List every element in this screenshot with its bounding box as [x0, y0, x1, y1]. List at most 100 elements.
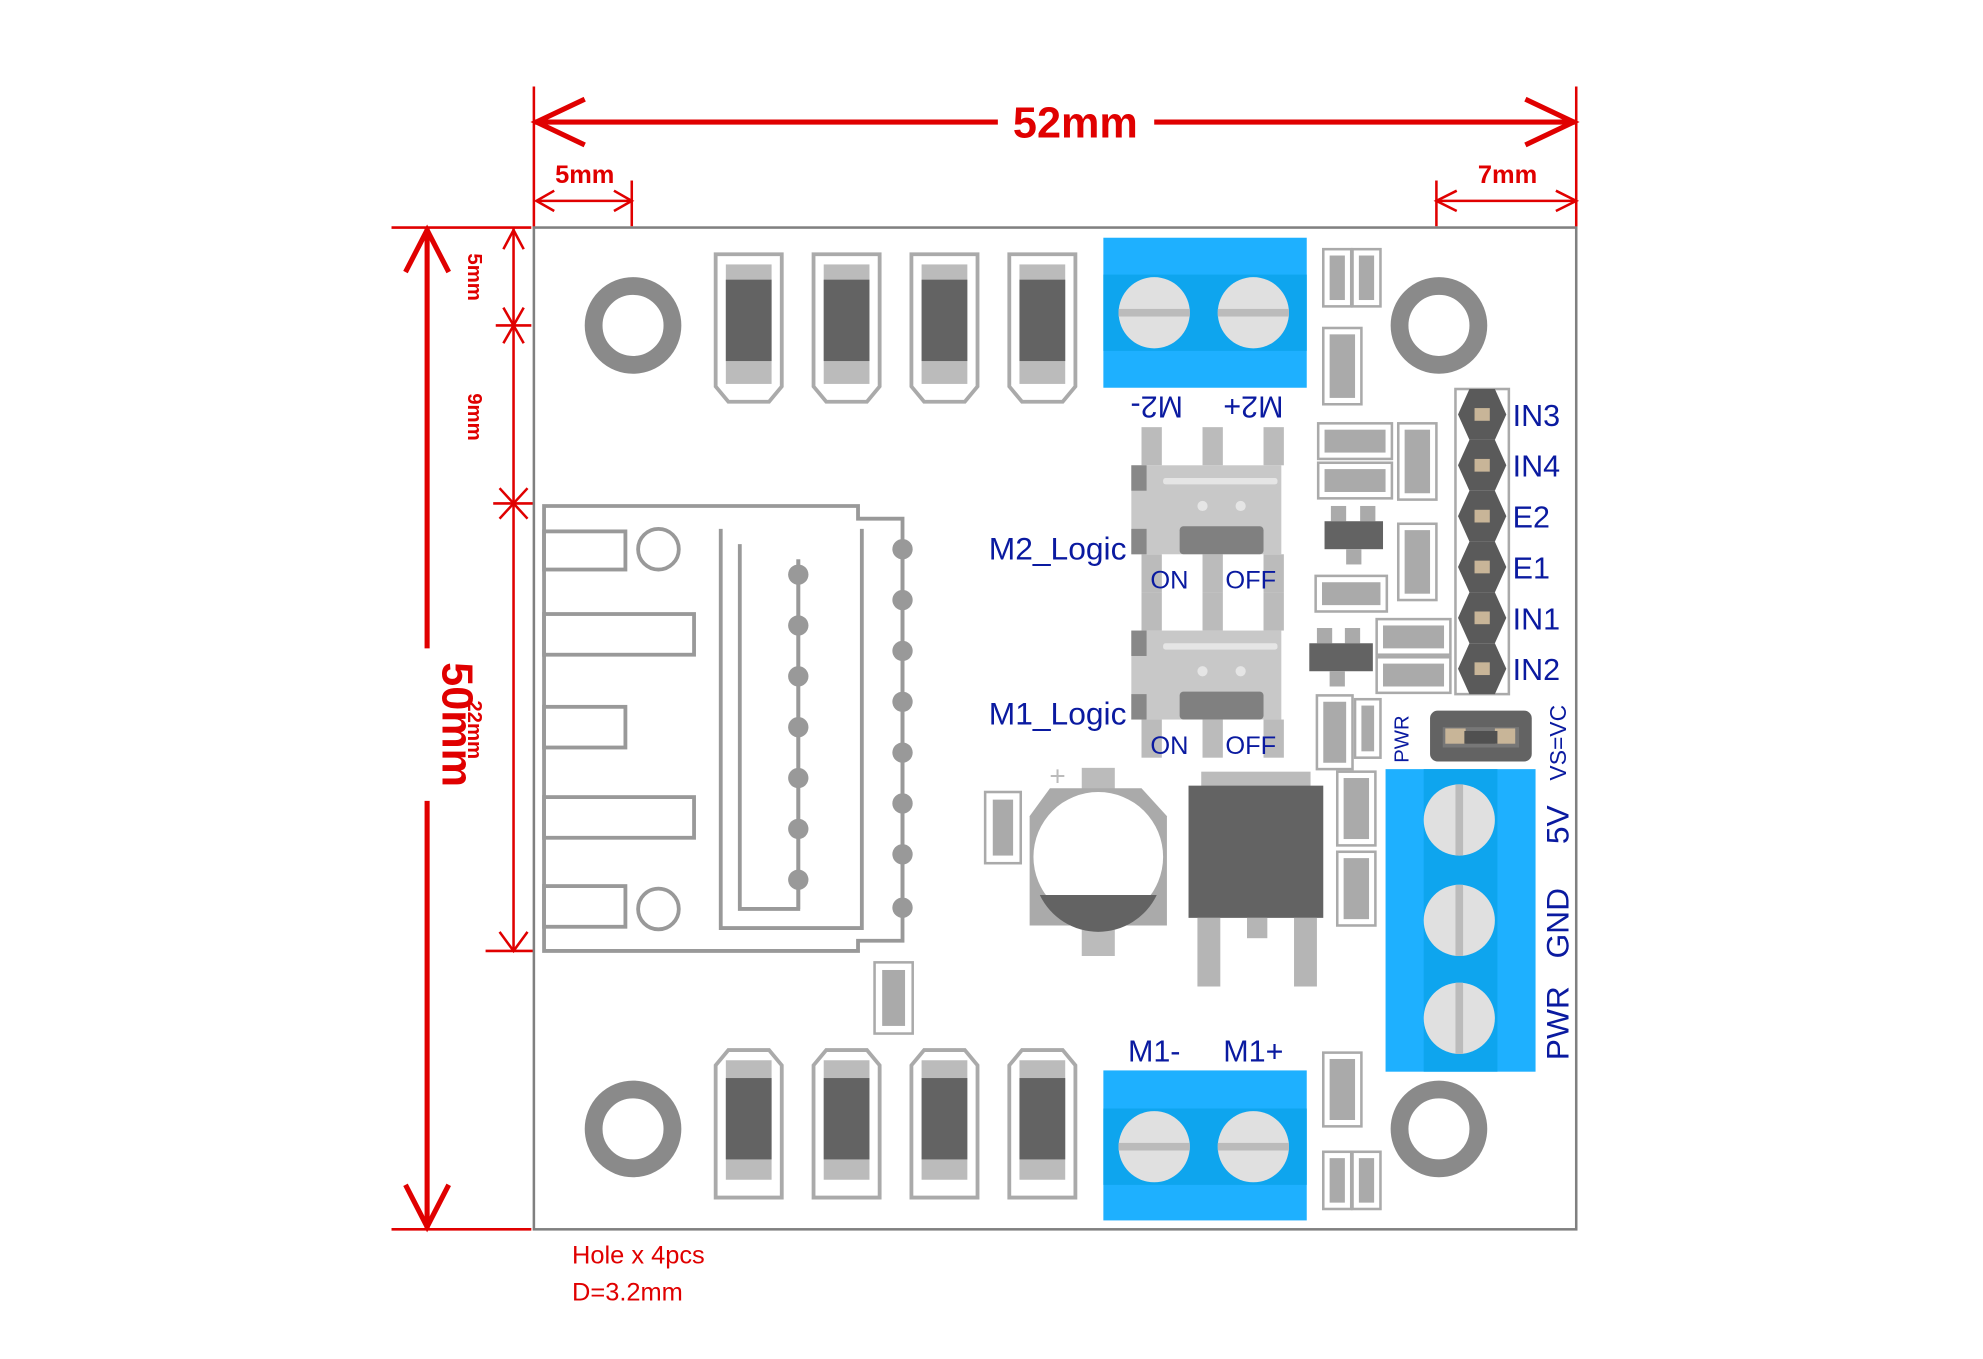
- terminal-m1: M1- M1+: [1103, 1035, 1307, 1221]
- dimension-annotations: 52mm 5mm 7mm 50mm 5mm 9mm 22mm: [391, 86, 1580, 1233]
- header-pin-e2[interactable]: E2: [1458, 490, 1550, 542]
- diode-top-1: [713, 252, 784, 404]
- header-pin-label: IN1: [1513, 602, 1560, 636]
- switch-m2-slider[interactable]: [1179, 526, 1264, 555]
- terminal-power-screw-gnd-slot: [1455, 884, 1464, 957]
- switch-m1-pin-top-3: [1263, 592, 1284, 631]
- q2-lead-3: [1329, 671, 1345, 687]
- dim-5-arrow-left: [533, 189, 555, 213]
- dim-7-label: 7mm: [1478, 161, 1537, 189]
- switch-m1-pin-bottom-2: [1202, 719, 1223, 758]
- diode-bottom-1: [713, 1048, 784, 1200]
- smd-c-1-body: [1404, 429, 1431, 494]
- header-pin-in3[interactable]: IN3: [1458, 389, 1560, 440]
- dim-7-arrow-right: [1555, 189, 1580, 213]
- heatsink-fin-1: [542, 529, 628, 572]
- switch-m2-pin-bottom-1: [1141, 554, 1162, 593]
- diode-bottom-3-body: [921, 1078, 968, 1160]
- smd-led-body: [1323, 701, 1347, 763]
- switch-m1-off-label: OFF: [1225, 732, 1276, 760]
- switch-m2-pin-bottom-2: [1202, 554, 1223, 593]
- switch-m1-label: M1_Logic: [989, 696, 1127, 732]
- switch-m2-pin-top-1: [1141, 427, 1162, 466]
- jumper-cap: [1464, 730, 1498, 744]
- dim-9-label: 9mm: [463, 393, 485, 440]
- diode-top-3: [909, 252, 980, 404]
- mounting-hole-bottom-left: [584, 1080, 682, 1178]
- mounting-hole-top-right: [1390, 277, 1488, 374]
- smd-c-2-body: [1404, 530, 1431, 594]
- smd-top-2-body: [1358, 255, 1375, 301]
- terminal-power-screw-5v-slot: [1455, 784, 1464, 856]
- q2-body: [1309, 643, 1373, 672]
- header-pin-contact: [1474, 509, 1490, 523]
- header-pin-in1[interactable]: IN1: [1458, 592, 1560, 644]
- header-pin-in2[interactable]: IN2: [1458, 643, 1560, 695]
- terminal-m1-minus-label: M1-: [1128, 1035, 1181, 1069]
- capacitor-polarity-band: [1039, 894, 1157, 932]
- jumper-vs-vc[interactable]: [1430, 710, 1532, 762]
- heatsink-fin-3: [542, 704, 628, 750]
- switch-m2-logic[interactable]: [1131, 427, 1284, 593]
- header-pin-contact: [1474, 662, 1490, 676]
- smd-r-4-body: [1322, 582, 1381, 606]
- jumper-pin-left: [1445, 728, 1466, 744]
- dim-50-arrow-top: [403, 224, 451, 274]
- switch-m2-pin-top-3: [1263, 427, 1284, 466]
- switch-m1-logic[interactable]: [1131, 592, 1284, 758]
- diode-top-3-body: [921, 279, 968, 362]
- diode-bottom-4: [1007, 1048, 1078, 1200]
- chip-pin-left-6: [788, 818, 809, 840]
- smd-passives: [1314, 247, 1452, 1211]
- switch-m1-pin-bottom-1: [1141, 719, 1162, 758]
- switch-m1-slider[interactable]: [1179, 691, 1264, 720]
- header-pin-label: IN2: [1513, 653, 1560, 687]
- terminal-m2-screw-2-slot: [1217, 308, 1289, 317]
- heatsink-body: [542, 504, 905, 953]
- header-pin-in4[interactable]: IN4: [1458, 439, 1560, 491]
- switch-m2-label: M2_Logic: [989, 530, 1127, 566]
- header-pin-label: E1: [1513, 551, 1550, 585]
- transistor-q1: [1324, 505, 1384, 565]
- regulator-tab: [1201, 771, 1311, 787]
- switch-m1-pin-top-1: [1141, 592, 1162, 631]
- diode-top-2-body: [823, 279, 870, 362]
- dim-22-arrow-top: [498, 501, 529, 520]
- switch-m2-highlight: [1163, 478, 1278, 485]
- chip-pin-left-5: [788, 767, 809, 789]
- heatsink-fin-4: [542, 795, 696, 840]
- transistor-q2: [1309, 628, 1373, 687]
- dim-52-arrow-right: [1524, 96, 1580, 148]
- smd-r-1-body: [1329, 334, 1356, 398]
- chip-pin-left-3: [788, 666, 809, 687]
- diode-bottom-2: [811, 1048, 882, 1200]
- switch-m2-pin-bottom-3: [1263, 554, 1284, 593]
- header-pin-label: IN3: [1513, 399, 1560, 433]
- dim-5-arrow-right: [613, 189, 635, 213]
- voltage-regulator: [1188, 771, 1324, 987]
- mounting-hole-top-left: [584, 277, 682, 374]
- terminal-m2-minus-label: M2-: [1130, 390, 1183, 424]
- dim-7-arrow-left: [1433, 189, 1458, 213]
- smd-bottom-1-body: [1329, 1158, 1345, 1203]
- capacitor-top: [1033, 792, 1164, 922]
- chip-pin-right-4: [892, 691, 913, 712]
- dim-52-arrow-left: [530, 96, 586, 148]
- terminal-power-gnd-label: GND: [1540, 888, 1576, 959]
- switch-m2-clip-bottom: [1131, 528, 1147, 555]
- smd-top-1-body: [1329, 255, 1345, 301]
- dim-9-arrow-top: [502, 322, 525, 344]
- heatsink-fin-5: [542, 884, 628, 929]
- diode-bottom-4-body: [1019, 1078, 1066, 1160]
- header-pin-e1[interactable]: E1: [1458, 541, 1550, 593]
- dim-50-label: 50mm: [432, 662, 480, 787]
- switch-m1-pin-top-2: [1202, 592, 1223, 631]
- switch-m2-pin-top-2: [1202, 427, 1223, 466]
- smd-c-3-body: [1343, 778, 1370, 840]
- regulator-body: [1188, 785, 1324, 918]
- dim-50-arrow-bottom: [403, 1183, 451, 1233]
- diode-bottom-2-body: [823, 1078, 870, 1160]
- terminal-power-5v-label: 5V: [1540, 804, 1576, 844]
- terminal-power-pwr-label: PWR: [1540, 986, 1576, 1060]
